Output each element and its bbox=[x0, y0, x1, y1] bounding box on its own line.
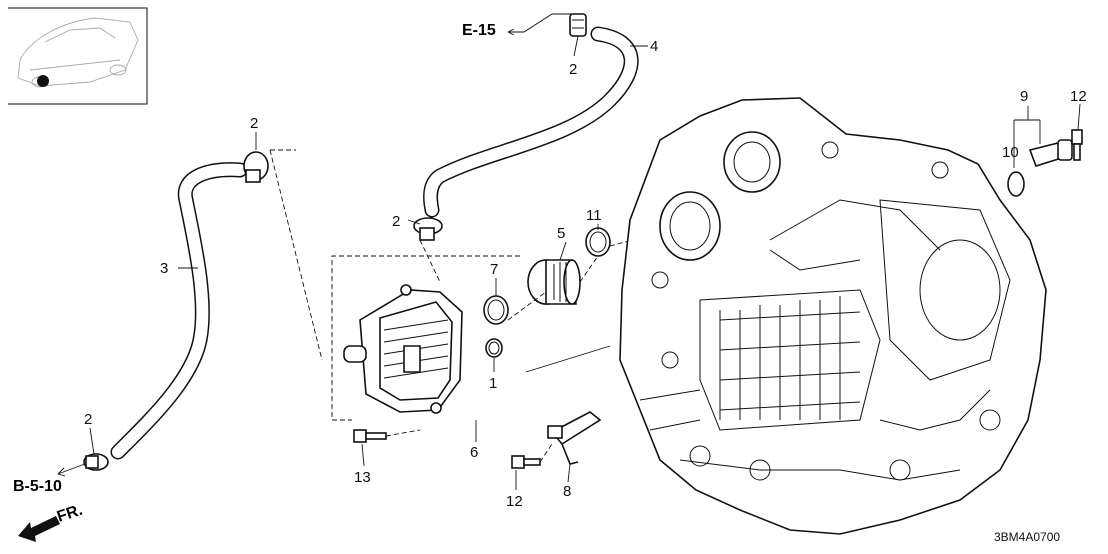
o-ring-1[interactable] bbox=[485, 338, 503, 358]
callout-3[interactable]: 3 bbox=[160, 260, 168, 277]
ref-e15-label[interactable]: E-15 bbox=[462, 22, 496, 39]
o-ring-10[interactable] bbox=[1007, 171, 1025, 197]
oil-cooler-6[interactable] bbox=[343, 284, 463, 414]
front-label: FR. bbox=[55, 502, 85, 526]
callout-7[interactable]: 7 bbox=[490, 261, 498, 278]
callout-5[interactable]: 5 bbox=[557, 225, 565, 242]
callout-2-left-bottom[interactable]: 2 bbox=[84, 411, 92, 428]
o-ring-11[interactable] bbox=[585, 227, 611, 257]
diagram-code: 3BM4A0700 bbox=[994, 530, 1060, 544]
callout-4[interactable]: 4 bbox=[650, 38, 658, 55]
callout-6[interactable]: 6 bbox=[470, 444, 478, 461]
callout-12-upper[interactable]: 12 bbox=[1070, 88, 1087, 105]
hose-4[interactable] bbox=[422, 26, 639, 218]
clamp-2-left-bottom[interactable] bbox=[83, 453, 109, 471]
front-direction-arrow-icon bbox=[18, 516, 60, 542]
callout-2-left-top[interactable]: 2 bbox=[250, 115, 258, 132]
callout-10[interactable]: 10 bbox=[1002, 144, 1019, 161]
callout-13[interactable]: 13 bbox=[354, 469, 371, 486]
hose-3[interactable] bbox=[110, 162, 248, 460]
callout-8[interactable]: 8 bbox=[563, 483, 571, 500]
speed-sensor-9[interactable] bbox=[1028, 139, 1073, 167]
o-ring-7[interactable] bbox=[483, 295, 509, 325]
bolt-12-lower[interactable] bbox=[511, 455, 541, 469]
oil-filter-5[interactable] bbox=[527, 259, 581, 305]
callout-12-lower[interactable]: 12 bbox=[506, 493, 523, 510]
bolt-13[interactable] bbox=[353, 429, 387, 443]
callout-9[interactable]: 9 bbox=[1020, 88, 1028, 105]
ref-b510-label[interactable]: B-5-10 bbox=[13, 478, 62, 495]
sensor-8[interactable] bbox=[547, 411, 602, 465]
callout-11[interactable]: 11 bbox=[586, 207, 602, 224]
clamp-2-left-top[interactable] bbox=[243, 151, 269, 183]
callout-2-mid[interactable]: 2 bbox=[392, 213, 400, 230]
bolt-12-upper[interactable] bbox=[1071, 129, 1083, 161]
clamp-2-top[interactable] bbox=[569, 13, 587, 37]
vehicle-locator-icon bbox=[8, 7, 148, 105]
clamp-2-mid[interactable] bbox=[413, 217, 443, 241]
transmission-housing bbox=[619, 97, 1047, 535]
callout-1[interactable]: 1 bbox=[489, 375, 497, 392]
callout-2-top[interactable]: 2 bbox=[569, 61, 577, 78]
